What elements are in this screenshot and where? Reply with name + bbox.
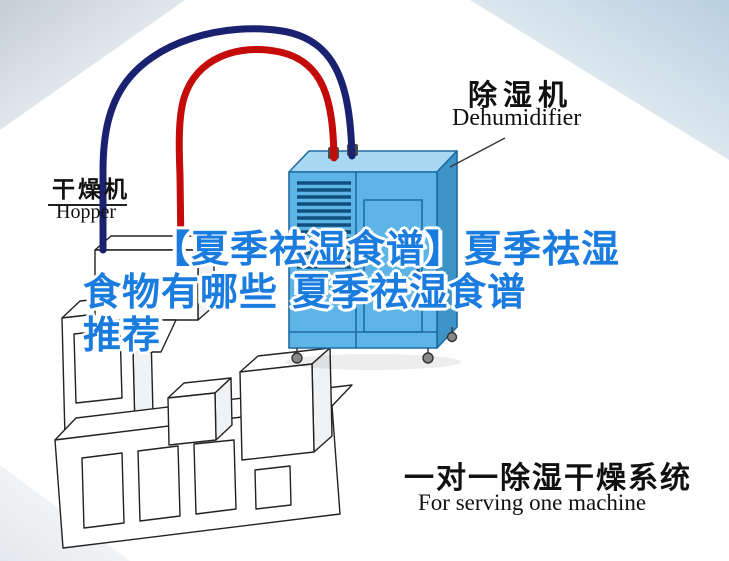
hopper-label-cn: 干燥机 xyxy=(52,177,130,202)
extruder-door-panel-2 xyxy=(137,445,181,522)
system-caption-cn: 一对一除湿干燥系统 xyxy=(404,462,692,495)
dehumidifier-leader-line xyxy=(449,137,506,168)
extruder-head-box xyxy=(239,347,333,461)
system-caption-en: For serving one machine xyxy=(418,490,647,515)
background-gradient-top-left xyxy=(0,0,185,130)
extruder-door-panel-3 xyxy=(193,439,237,515)
dehumidifier-label-cn: 除湿机 xyxy=(468,80,574,112)
hopper-funnel xyxy=(121,319,177,353)
extruder-machine xyxy=(54,293,353,549)
dehumidifier-machine xyxy=(288,144,458,364)
headline-line-1: 【夏季祛湿食谱】夏季祛湿 xyxy=(152,227,621,271)
dehumidifier-shadow xyxy=(285,354,461,370)
extruder-mid-box xyxy=(167,377,233,446)
extruder-door-panel-1 xyxy=(81,452,125,529)
extruder-door-panel-4 xyxy=(254,465,292,510)
navy-pipe xyxy=(99,25,356,254)
dehumidifier-label-en: Dehumidifier xyxy=(452,105,582,131)
red-pipe xyxy=(175,46,338,254)
extruder-tower-panel xyxy=(73,328,123,404)
headline-line-2: 食物有哪些 夏季祛湿食谱 xyxy=(83,270,527,314)
background-gradient-top-right xyxy=(470,0,729,160)
headline-line-3: 推荐 xyxy=(83,313,162,357)
dehumidifier-door xyxy=(363,199,423,333)
dehumidifier-casters xyxy=(291,327,458,364)
dehumidifier-vents xyxy=(297,181,351,269)
dehumidifier-top xyxy=(288,150,458,173)
hopper-label-en: Hopper xyxy=(56,201,116,223)
